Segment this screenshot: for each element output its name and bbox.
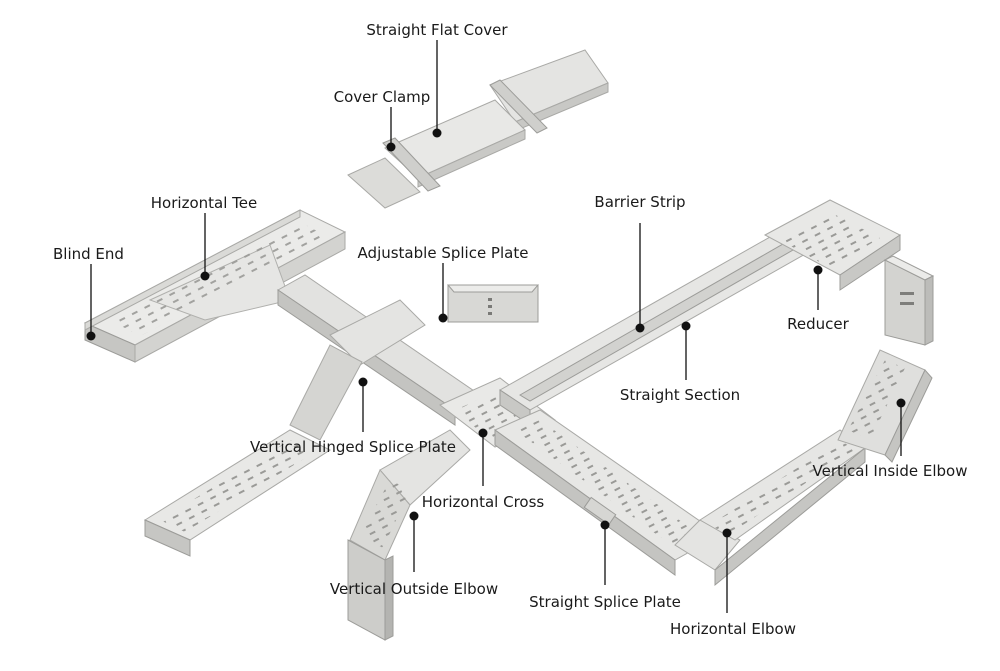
callout-vertical-inside-elbow: Vertical Inside Elbow bbox=[813, 398, 968, 480]
callout-vertical-hinged-splice-plate: Vertical Hinged Splice Plate bbox=[250, 377, 456, 456]
straight-section-part bbox=[499, 199, 901, 426]
label-vertical-outside-elbow: Vertical Outside Elbow bbox=[330, 580, 498, 598]
vertical-inside-elbow-part bbox=[837, 255, 935, 463]
vertical-outside-elbow-part bbox=[347, 429, 471, 641]
callout-horizontal-cross: Horizontal Cross bbox=[422, 428, 545, 511]
callout-reducer: Reducer bbox=[787, 265, 850, 333]
callout-barrier-strip: Barrier Strip bbox=[594, 193, 686, 333]
label-barrier-strip: Barrier Strip bbox=[594, 193, 685, 211]
label-horizontal-elbow: Horizontal Elbow bbox=[670, 620, 796, 638]
label-horizontal-cross: Horizontal Cross bbox=[422, 493, 545, 511]
straight-flat-cover-part bbox=[347, 49, 609, 209]
label-vertical-inside-elbow: Vertical Inside Elbow bbox=[813, 462, 968, 480]
callout-straight-splice-plate: Straight Splice Plate bbox=[529, 520, 681, 611]
label-blind-end: Blind End bbox=[53, 245, 124, 263]
callout-cover-clamp: Cover Clamp bbox=[334, 88, 431, 152]
label-horizontal-tee: Horizontal Tee bbox=[151, 194, 257, 212]
label-straight-flat-cover: Straight Flat Cover bbox=[366, 21, 508, 39]
callout-straight-section: Straight Section bbox=[620, 321, 740, 404]
callout-straight-flat-cover: Straight Flat Cover bbox=[366, 21, 508, 138]
callout-adjustable-splice-plate: Adjustable Splice Plate bbox=[358, 244, 529, 323]
callout-horizontal-tee: Horizontal Tee bbox=[151, 194, 257, 281]
tray-system bbox=[83, 49, 935, 641]
horizontal-tee-part bbox=[83, 209, 347, 363]
label-straight-splice-plate: Straight Splice Plate bbox=[529, 593, 681, 611]
callout-blind-end: Blind End bbox=[53, 245, 124, 341]
vertical-hinged-splice-part bbox=[143, 299, 426, 557]
label-cover-clamp: Cover Clamp bbox=[334, 88, 431, 106]
callout-horizontal-elbow: Horizontal Elbow bbox=[670, 528, 796, 638]
horizontal-elbow-part bbox=[674, 429, 866, 587]
callout-vertical-outside-elbow: Vertical Outside Elbow bbox=[330, 511, 498, 598]
straight-splice-run bbox=[494, 409, 721, 576]
adjustable-splice-plate-part bbox=[446, 284, 540, 323]
label-straight-section: Straight Section bbox=[620, 386, 740, 404]
label-vertical-hinged-splice-plate: Vertical Hinged Splice Plate bbox=[250, 438, 456, 456]
label-reducer: Reducer bbox=[787, 315, 849, 333]
label-adjustable-splice-plate: Adjustable Splice Plate bbox=[358, 244, 529, 262]
